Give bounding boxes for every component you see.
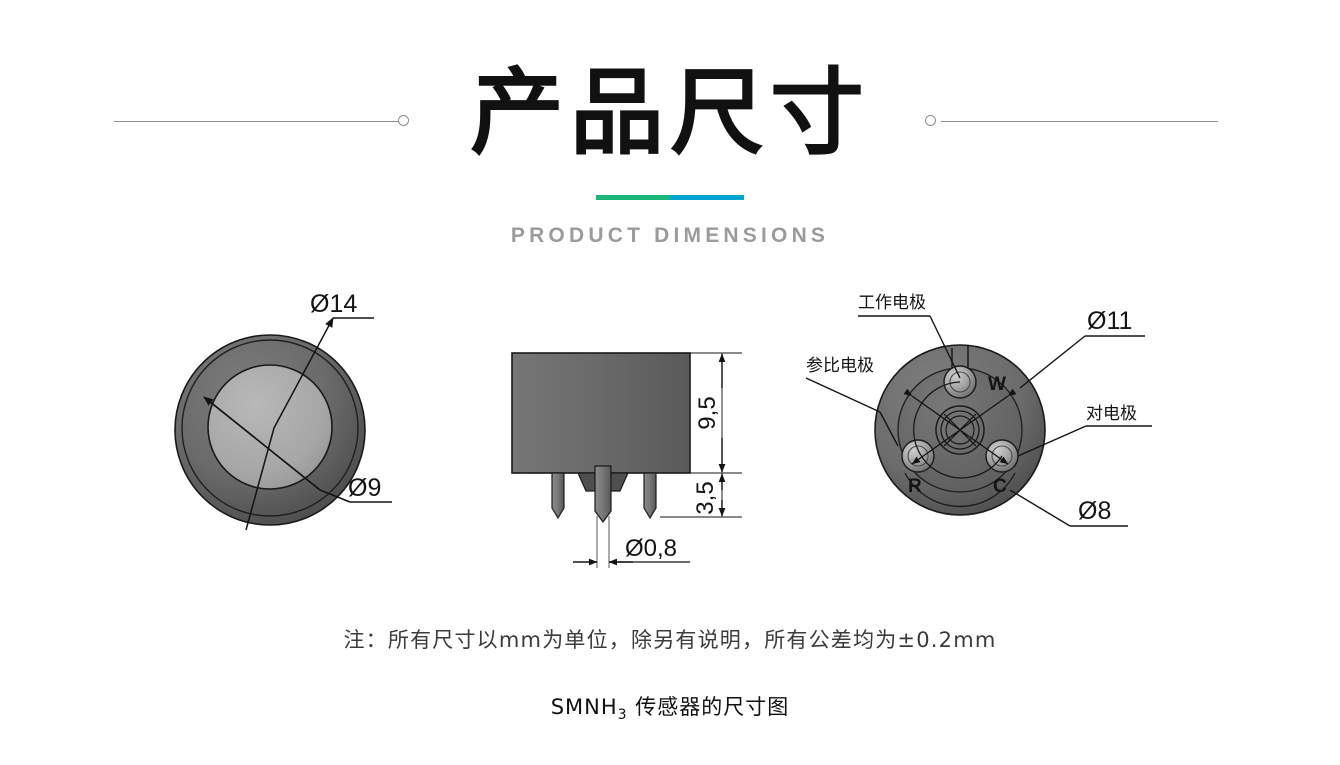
leader-dia11 [1019, 335, 1086, 389]
front-dia14-diagonal [245, 427, 275, 531]
title-accent-bar [596, 195, 744, 200]
caption-suffix: 传感器的尺寸图 [627, 695, 790, 719]
leader-counter-electrode [1017, 425, 1087, 457]
side-pin-right [643, 472, 657, 520]
leader-working-electrode [929, 315, 961, 379]
label-working-electrode: 工作电极 [858, 293, 926, 313]
front-dia9-label: Ø9 [348, 474, 381, 502]
caption-prefix: SMNH [550, 695, 618, 719]
header-rule-dot-right [925, 115, 936, 126]
header-rule-right [941, 121, 1218, 122]
leader-reference-mid [805, 377, 881, 413]
side-view-group: Ø0,8 9,5 3,5 [511, 352, 742, 568]
page-title: 产品尺寸 [469, 59, 870, 168]
side-pin-center [594, 465, 612, 524]
front-housing-ring [181, 339, 359, 517]
bottom-view-group: W R C 工作电极 [805, 293, 1152, 527]
leader-dia8 [1009, 489, 1071, 527]
figure-caption: SMNH3 传感器的尺寸图 [0, 691, 1340, 723]
page-subtitle: PRODUCT DIMENSIONS [510, 224, 830, 247]
electrode-code-w: W [988, 374, 1006, 395]
technical-drawing-svg: Ø14 Ø9 Ø0,8 [174, 290, 1152, 568]
side-dim35-label: 3,5 [692, 481, 719, 514]
bottom-chord-b [903, 388, 1009, 465]
electrode-code-c: C [993, 476, 1007, 497]
header-rule-dot-left [398, 115, 409, 126]
front-dia14-label: Ø14 [310, 290, 357, 318]
front-view-group: Ø14 Ø9 [174, 290, 392, 531]
tolerance-note: 注：所有尺寸以mm为单位，除另有说明，所有公差均为±0.2mm [343, 628, 997, 652]
label-dia8: Ø8 [1078, 497, 1111, 525]
label-reference-electrode: 参比电极 [806, 356, 874, 376]
dimension-drawing: Ø14 Ø9 Ø0,8 [0, 268, 1340, 608]
page-header: 产品尺寸 PRODUCT DIMENSIONS [0, 0, 1340, 270]
header-rule-left [114, 121, 399, 122]
side-body [511, 352, 691, 474]
caption-subscript: 3 [617, 707, 628, 724]
leader-reference-electrode [879, 411, 899, 447]
side-dia08-label: Ø0,8 [625, 535, 677, 562]
front-membrane-disc [207, 364, 333, 490]
front-dia9-arrow-a [203, 396, 321, 491]
side-pin-left [551, 472, 565, 520]
bottom-recess-arc [904, 472, 1016, 507]
side-dim95-label: 9,5 [694, 396, 721, 429]
label-dia11: Ø11 [1087, 307, 1132, 335]
label-counter-electrode: 对电极 [1086, 404, 1137, 424]
front-dia9-leader [319, 489, 351, 503]
front-dia14-leader [273, 317, 334, 429]
